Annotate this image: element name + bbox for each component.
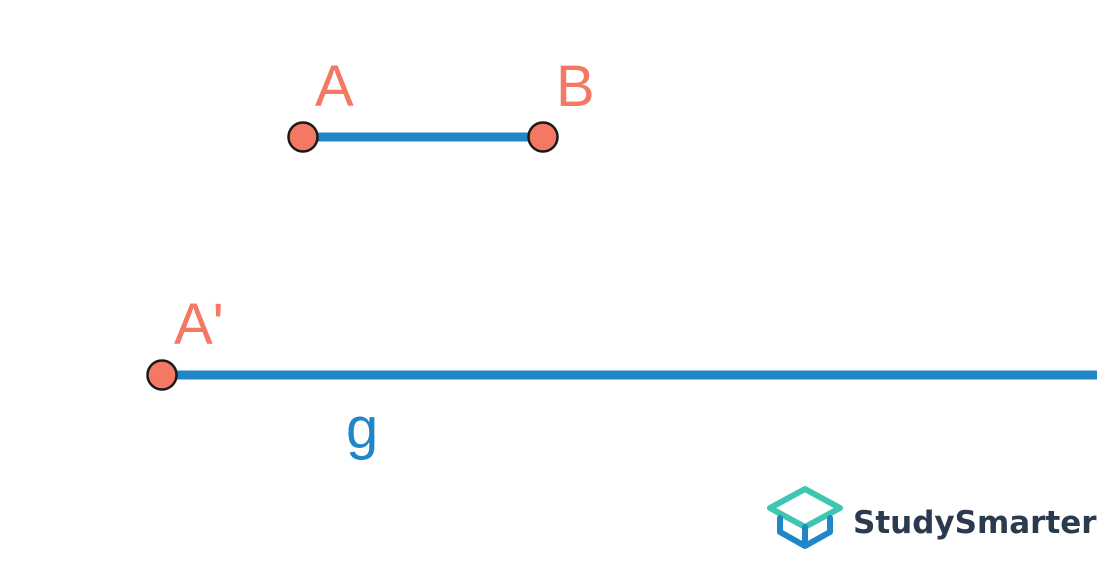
label-a-prime: A' [174,292,224,357]
brand-name: StudySmarter [853,505,1097,541]
point-a [287,121,319,153]
label-b: B [556,54,595,119]
label-g: g [346,396,378,461]
point-a-prime [146,359,178,391]
studysmarter-logo-icon [767,486,843,549]
label-a: A [315,54,354,119]
point-b [527,121,559,153]
